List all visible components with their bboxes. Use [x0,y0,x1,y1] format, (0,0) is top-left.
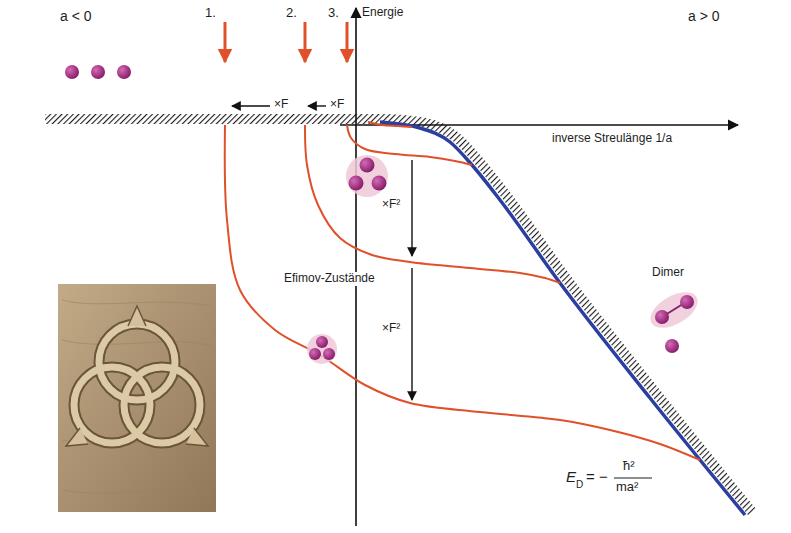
region-label: a > 0 [688,8,720,24]
formula-subscript: D [576,479,583,491]
fraction-bar [614,477,652,478]
formula-denominator: ma² [616,480,638,495]
scale-arrow [308,105,326,106]
resonance-arrow [224,22,227,62]
efimov-curve [225,125,700,460]
scale-factor: ×F [274,98,288,112]
scale-arrow [411,268,412,400]
scale-arrow [232,105,270,106]
efimov-curves [225,122,700,460]
scale-factor: ×F² [380,322,402,336]
scale-factor: ×F² [380,198,402,212]
formula-numerator: ħ² [623,459,635,474]
trimer-large [346,155,388,197]
borromean-carving-photo [58,284,216,512]
callout-number: 3. [328,6,339,21]
scale-arrow [411,160,412,256]
resonance-arrow [304,22,307,62]
formula-symbol: E [566,468,576,485]
axis-label: inverse Streulänge 1/a [552,132,672,146]
scale-factor: ×F [330,98,344,112]
y-axis [355,8,357,526]
curve-label: Dimer [652,266,684,280]
efimov-curve [368,122,412,127]
callout-number: 1. [205,6,216,21]
dimer-molecule [644,285,703,353]
efimov-curve [305,125,560,283]
callout-number: 2. [286,6,297,21]
curve-label: Efimov-Zustände [282,272,377,286]
region-label: a < 0 [60,8,92,24]
resonance-arrow [346,22,349,62]
formula-operator: = − [586,468,608,485]
threshold-hatch [45,119,752,512]
axis-label: Energie [362,6,403,20]
free-atoms [65,65,131,79]
trimer-small [307,334,337,364]
